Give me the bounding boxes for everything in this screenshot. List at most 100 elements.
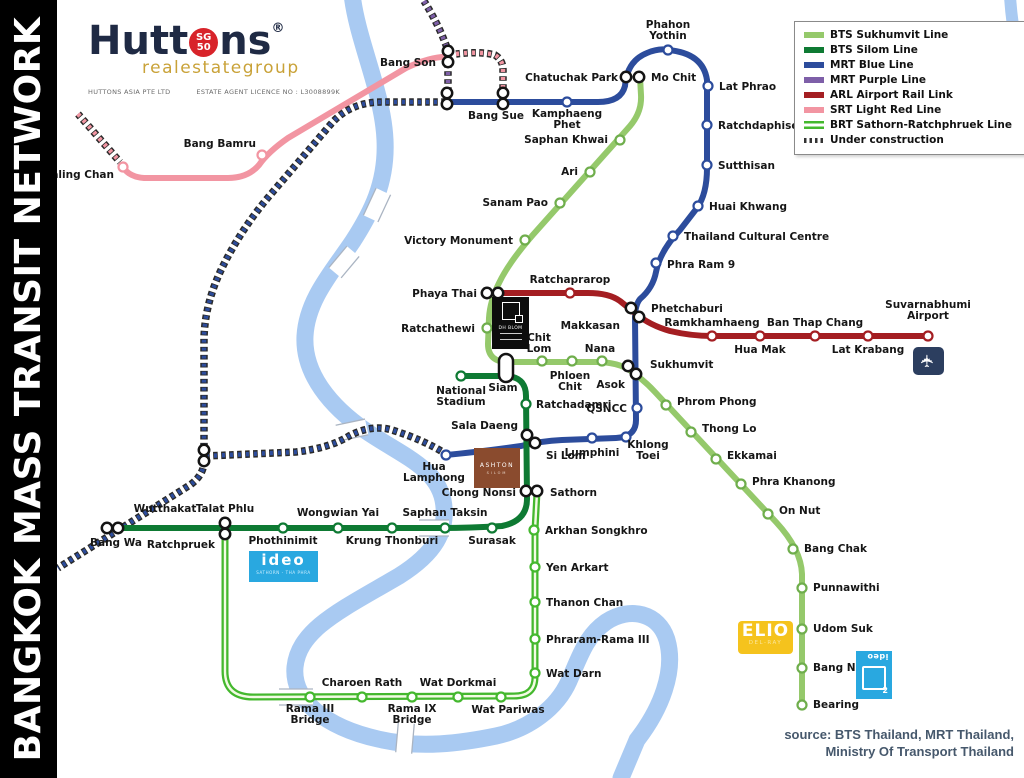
station-label-sukhumvit: Sukhumvit xyxy=(650,359,713,371)
legend-item: BRT Sathorn-Ratchphruek Line xyxy=(804,119,1024,132)
station-lat-krabang xyxy=(862,330,874,342)
station-label-asok: Asok xyxy=(596,379,626,391)
station-label-wongwian-yai: Wongwian Yai xyxy=(297,507,379,519)
station-label-thong-lo: Thong Lo xyxy=(702,423,756,435)
bridge-icon xyxy=(328,245,360,279)
station-phrom-phong xyxy=(660,399,672,411)
station-label-chong-nonsi: Chong Nonsi xyxy=(442,487,516,499)
station-suvarnabhumi-airport xyxy=(922,330,934,342)
ideo-o2-logo-icon xyxy=(862,666,886,690)
station-hua-lamphong xyxy=(440,449,452,461)
legend-label: BRT Sathorn-Ratchphruek Line xyxy=(830,119,1012,131)
station-label-ratchaprarop: Ratchaprarop xyxy=(530,274,611,286)
legend-swatch-icon xyxy=(804,92,824,99)
legend-swatch-icon xyxy=(804,121,824,130)
station-label-ratchadamri: Ratchadamri xyxy=(536,399,611,411)
ideo-o2-ad: ideo 2 xyxy=(856,651,892,699)
station-victory-monument xyxy=(519,234,531,246)
station-label-charoen-rath: Charoen Rath xyxy=(322,677,403,689)
station-arkhan-songkhro xyxy=(528,524,540,536)
station-label-bang-na: Bang Na xyxy=(813,662,863,674)
station-label-arkhan-songkhro: Arkhan Songkhro xyxy=(545,525,648,537)
registered-mark: ® xyxy=(271,21,285,36)
legend-label: ARL Airport Rail Link xyxy=(830,89,953,101)
station-label-ramkhamhaeng: Ramkhamhaeng xyxy=(664,317,759,329)
station-qsncc xyxy=(631,402,643,414)
station-ban-thap-chang xyxy=(809,330,821,342)
station-charoen-rath xyxy=(356,691,368,703)
station-label-on-nut: On Nut xyxy=(779,505,820,517)
station-udom-suk xyxy=(796,623,808,635)
station-phloen-chit xyxy=(566,355,578,367)
station-label-bang-wa: Bang Wa xyxy=(90,537,142,549)
interchange-bang-wa xyxy=(100,521,125,535)
airplane-icon: ✈ xyxy=(918,353,939,369)
station-label-bang-chak: Bang Chak xyxy=(804,543,868,555)
line-bts-sukhumvit xyxy=(485,74,805,709)
station-label-thailand-cultural-centre: Thailand Cultural Centre xyxy=(684,231,829,243)
line-brt xyxy=(223,490,539,699)
station-label-krung-thonburi: Krung Thonburi xyxy=(346,535,439,547)
interchange-tha-phra xyxy=(197,443,211,468)
legend-label: Under construction xyxy=(830,134,944,146)
station-label-ratchathewi: Ratchathewi xyxy=(401,323,475,335)
legend-item: BTS Silom Line xyxy=(804,44,1024,57)
ideo-sathorn-ad: ideo SATHORN - THA PHRA xyxy=(249,551,318,582)
station-ratchaprarop xyxy=(564,287,576,299)
station-label-ratchpruek: Ratchpruek xyxy=(147,539,216,551)
legend-swatch-icon xyxy=(804,77,824,84)
interchange-chongnonsi-sathorn xyxy=(519,484,544,498)
station-saphan-khwai xyxy=(614,134,626,146)
station-label-ekkamai: Ekkamai xyxy=(727,450,777,462)
station-label-punnawithi: Punnawithi xyxy=(813,582,880,594)
station-nana xyxy=(596,355,608,367)
station-label-phra-khanong: Phra Khanong xyxy=(752,476,835,488)
station-label-wat-pariwas: Wat Pariwas xyxy=(471,704,544,716)
station-ari xyxy=(584,166,596,178)
station-national-stadium xyxy=(455,370,467,382)
station-rama-iii-bridge xyxy=(304,691,316,703)
station-ratchathewi xyxy=(481,322,493,334)
station-label-lumphini: Lumphini xyxy=(565,447,620,459)
legend-label: SRT Light Red Line xyxy=(830,104,942,116)
interchange-talatphlu-ratchpruek xyxy=(218,516,232,541)
station-label-victory-monument: Victory Monument xyxy=(404,235,513,247)
station-chit-lom xyxy=(536,355,548,367)
source-note: source: BTS Thailand, MRT Thailand, Mini… xyxy=(784,727,1014,759)
page-title: BANGKOK MASS TRANSIT NETWORK xyxy=(8,16,49,762)
station-thanon-chan xyxy=(529,596,541,608)
brand-smallprint: HUTTONS ASIA PTE LTD ESTATE AGENT LICENC… xyxy=(88,88,340,96)
station-punnawithi xyxy=(796,582,808,594)
station-label-saphan-taksin: Saphan Taksin xyxy=(402,507,487,519)
interchange-saladaeng-silom xyxy=(520,428,542,450)
interchange-bang-sue-e xyxy=(496,86,510,111)
station-sanam-pao xyxy=(554,197,566,209)
station-lat-phrao xyxy=(702,80,714,92)
station-label-huai-khwang: Huai Khwang xyxy=(709,201,787,213)
station-label-yen-arkart: Yen Arkart xyxy=(545,562,608,574)
interchange-bang-sue-w xyxy=(440,86,454,111)
legend-label: MRT Blue Line xyxy=(830,59,914,71)
station-label-udom-suk: Udom Suk xyxy=(813,623,874,635)
station-label-taling-chan: Taling Chan xyxy=(46,169,114,181)
line-srt-solid xyxy=(120,53,451,181)
station-label-surasak: Surasak xyxy=(468,535,517,547)
station-label-sala-daeng: Sala Daeng xyxy=(451,420,518,432)
station-ratchdaphisek xyxy=(701,119,713,131)
station-khlong-toei xyxy=(620,431,632,443)
station-bearing xyxy=(796,699,808,711)
river xyxy=(286,0,679,778)
station-wat-darn xyxy=(529,667,541,679)
line-purple-dash-n xyxy=(422,0,451,51)
station-label-phrom-phong: Phrom Phong xyxy=(677,396,757,408)
legend-swatch-icon xyxy=(804,62,824,69)
station-label-makkasan: Makkasan xyxy=(561,320,620,332)
station-label-phra-ram-9: Phra Ram 9 xyxy=(667,259,735,271)
bridge-icon xyxy=(362,187,392,223)
station-krung-thonburi xyxy=(386,522,398,534)
